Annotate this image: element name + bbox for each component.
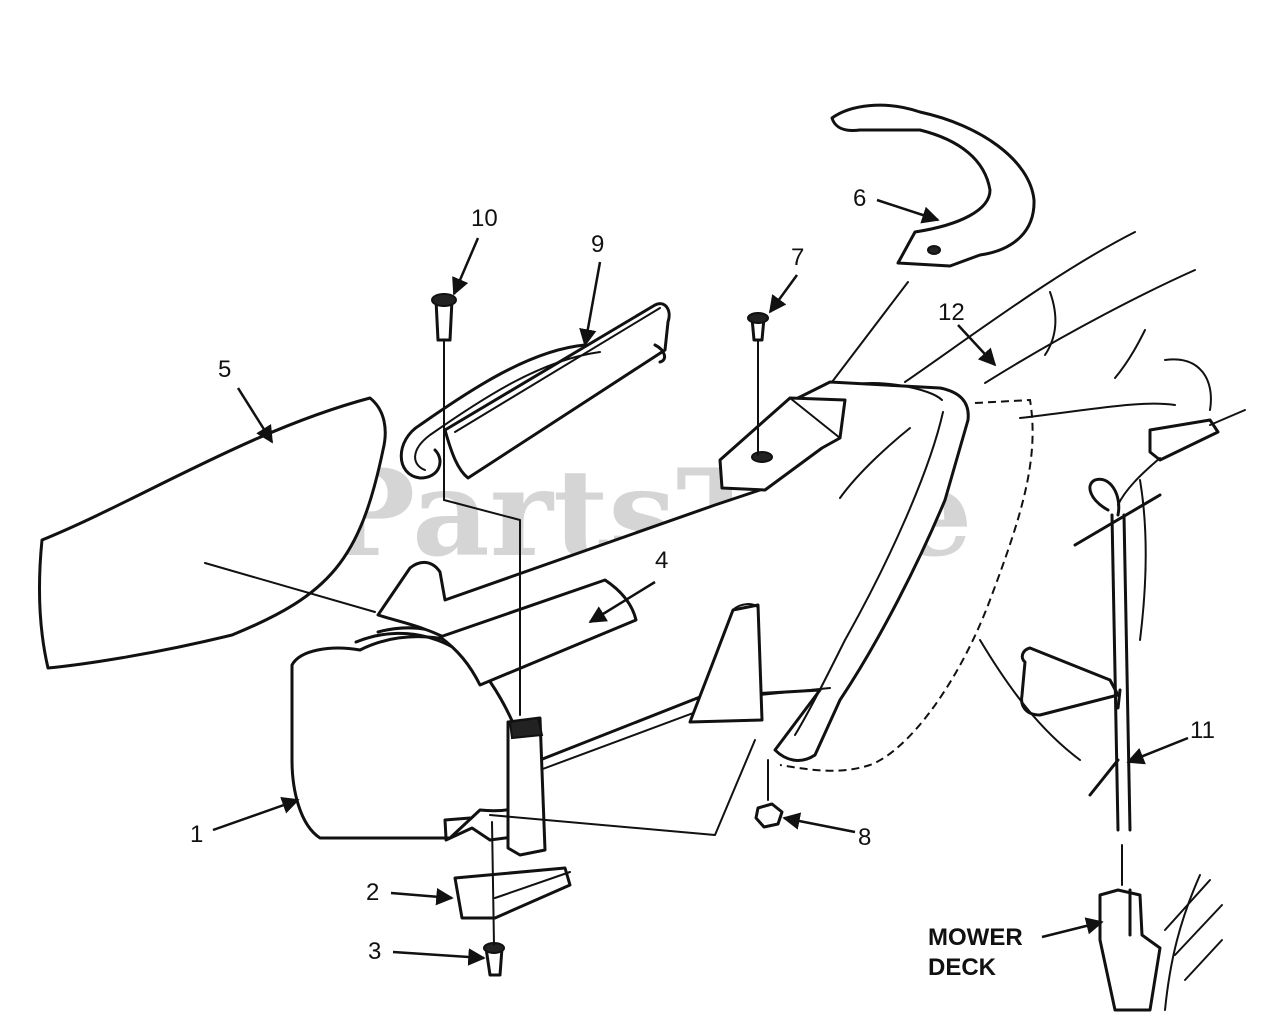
- part-4-label: [438, 578, 638, 687]
- part-9-bracket: [399, 302, 671, 480]
- callout-2: 2: [366, 879, 379, 906]
- part-10-bolt: [431, 293, 457, 342]
- mount-block: [506, 716, 547, 857]
- callout-3: 3: [368, 938, 381, 965]
- callout-10: 10: [471, 205, 498, 232]
- part-8-nut: [754, 802, 784, 829]
- callout-9: 9: [591, 231, 604, 258]
- callout-11: 11: [1190, 717, 1215, 744]
- assembly-lines: [443, 339, 1123, 946]
- mower-deck-bracket: [1098, 874, 1223, 1012]
- top-mount-block: [718, 396, 847, 492]
- mower-deck-label-line1: MOWER: [928, 924, 1023, 951]
- part-12-housing: [779, 231, 1212, 772]
- callout-4: 4: [655, 547, 668, 574]
- callout-leaders: [212, 198, 1189, 966]
- part-7-screw: [747, 312, 769, 342]
- callout-1: 1: [190, 821, 203, 848]
- callout-7: 7: [791, 244, 804, 271]
- callout-8: 8: [858, 824, 871, 851]
- callout-6: 6: [853, 185, 866, 212]
- mower-deck-label-line2: DECK: [928, 954, 997, 981]
- part-11-rod: [1020, 409, 1246, 832]
- callout-5: 5: [218, 356, 231, 383]
- part-5-panel: [38, 396, 387, 670]
- part-3-screw: [483, 942, 505, 977]
- callout-12: 12: [938, 299, 965, 326]
- support-post: [688, 603, 764, 724]
- part-2-bracket: [453, 866, 572, 920]
- part-6-strap: [830, 103, 1036, 383]
